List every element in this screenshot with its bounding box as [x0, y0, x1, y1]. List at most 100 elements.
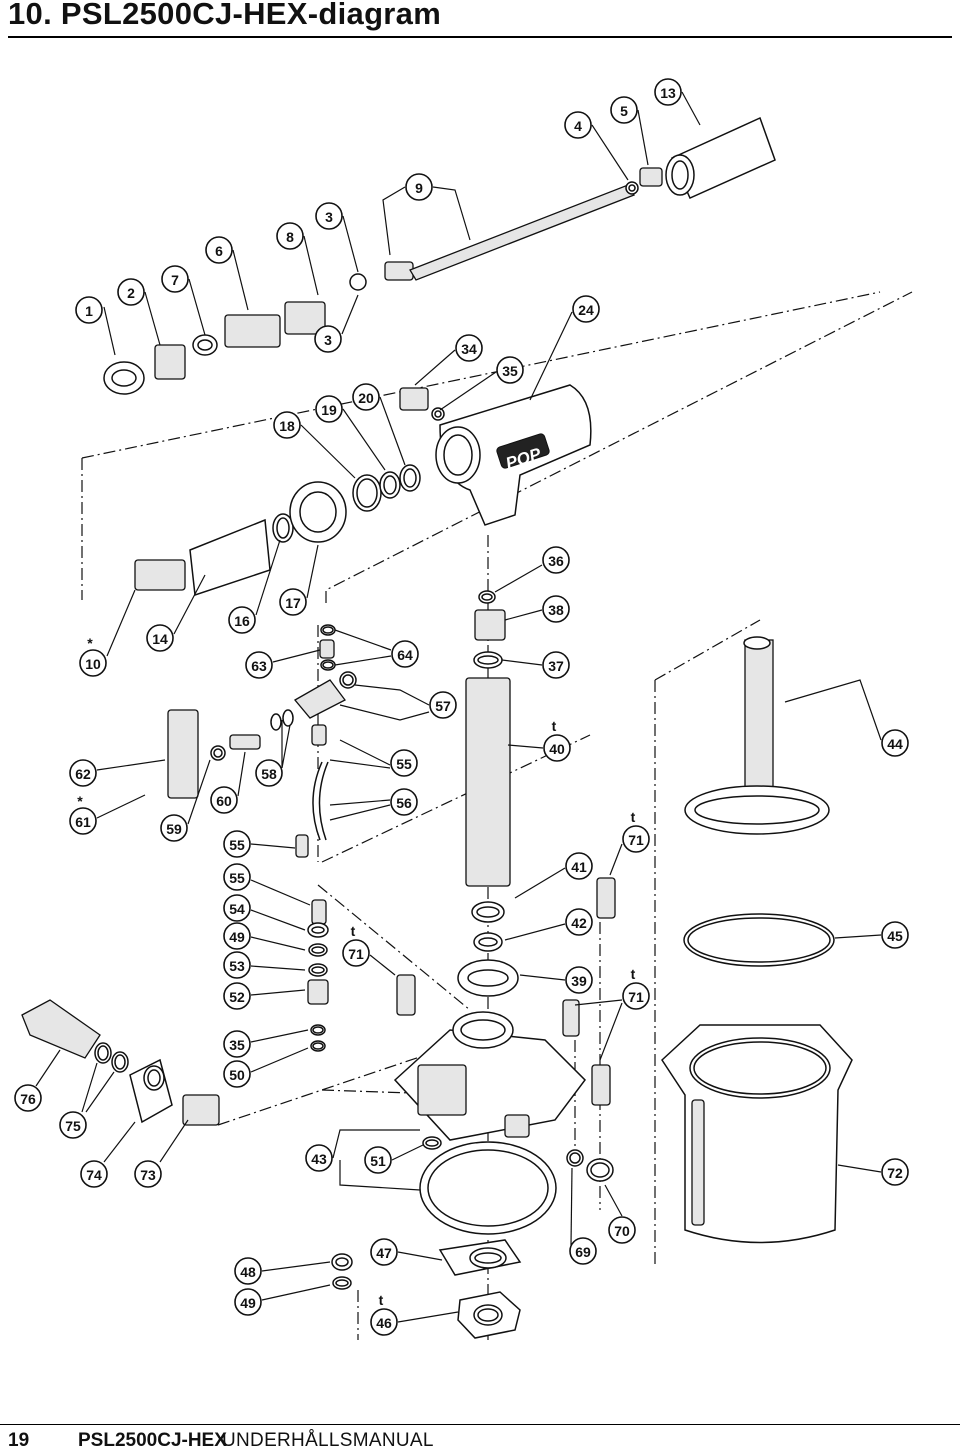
- leader-7: [188, 278, 206, 336]
- callout-mark: t: [631, 809, 636, 825]
- part-72-tie: [691, 1099, 705, 1226]
- callout-label: 5: [620, 103, 628, 119]
- callout-53: 53: [223, 951, 251, 979]
- part-8-pusher: [284, 301, 326, 335]
- part-2-spring: [154, 344, 186, 380]
- callout-17: 17: [279, 588, 307, 616]
- callout-circle: [370, 1238, 398, 1266]
- page-title: 10. PSL2500CJ-HEX-diagram: [8, 0, 442, 31]
- part-54-seat-inner: [311, 926, 325, 934]
- leader-6: [232, 249, 249, 311]
- callout-label: 49: [229, 929, 245, 945]
- callout-label: 10: [85, 656, 101, 672]
- callout-bubbles: 12768339451324343518192010*1416173638376…: [14, 78, 909, 1336]
- pop-logo: [496, 433, 550, 469]
- callout-circle: [608, 1216, 636, 1244]
- part-drawings: POP: [21, 116, 913, 1340]
- assembly-axis: [81, 291, 881, 459]
- callout-2: 2: [117, 278, 145, 306]
- callout-36: 36: [542, 546, 570, 574]
- leader-72: [837, 1164, 882, 1173]
- leader-14: [173, 574, 206, 635]
- part-9-end: [384, 261, 414, 281]
- part-6-jaw-guide: [224, 314, 281, 348]
- callout-43: 43: [305, 1144, 333, 1172]
- callout-label: 43: [311, 1151, 327, 1167]
- callout-10: 10*: [79, 635, 107, 677]
- callout-circle: [565, 966, 593, 994]
- leader-56: [329, 799, 391, 821]
- callout-label: 49: [240, 1295, 256, 1311]
- leader-45: [834, 934, 882, 939]
- leader-47: [397, 1251, 443, 1261]
- manual-model-name: PSL2500CJ-HEX: [78, 1430, 227, 1451]
- part-46-bore-inner: [477, 1308, 499, 1322]
- leader-70: [604, 1184, 623, 1217]
- callout-label: 17: [285, 595, 301, 611]
- part-17-piston-inner: [299, 491, 337, 533]
- callout-18: 18: [273, 411, 301, 439]
- part-41-ring-inner: [476, 906, 500, 918]
- leader-35: [439, 371, 497, 411]
- part-56-tube: [312, 761, 323, 841]
- callout-label: 70: [614, 1223, 630, 1239]
- callout-circle: [14, 1084, 42, 1112]
- leader-46: [397, 1311, 459, 1323]
- part-43-nipple: [504, 1114, 530, 1138]
- callout-label: 18: [279, 418, 295, 434]
- leader-lines: [35, 91, 882, 1323]
- callout-circle: [622, 825, 650, 853]
- callout-label: 62: [75, 766, 91, 782]
- part-43-bore-inner: [460, 1019, 506, 1041]
- callout-57: 57: [429, 691, 457, 719]
- leader-62: [96, 759, 166, 771]
- callout-circle: [223, 1030, 251, 1058]
- part-44-piston-inner: [694, 795, 820, 825]
- callout-circle: [75, 296, 103, 324]
- part-64-ring-b-inner: [322, 661, 334, 669]
- callout-circle: [364, 1146, 392, 1174]
- callout-40: 40t: [543, 718, 571, 762]
- callout-circle: [161, 265, 189, 293]
- callout-circle: [622, 982, 650, 1010]
- callout-circle: [564, 111, 592, 139]
- callout-label: 46: [376, 1315, 392, 1331]
- callout-label: 38: [548, 602, 564, 618]
- callout-circle: [572, 295, 600, 323]
- part-52-valve: [307, 979, 329, 1005]
- leader-2: [144, 291, 161, 346]
- callout-3: 3: [314, 325, 342, 353]
- part-58-ring-b: [282, 709, 294, 727]
- callout-label: 71: [628, 832, 644, 848]
- part-24-bore-inner: [443, 434, 473, 476]
- leader-74: [103, 1121, 136, 1163]
- leader-73: [159, 1119, 189, 1163]
- part-57-cap-inner: [342, 674, 354, 686]
- callout-circle: [610, 96, 638, 124]
- leader-69: [570, 1167, 573, 1246]
- part-58-ring: [270, 713, 282, 731]
- part-38-valve: [474, 609, 506, 641]
- callout-5: 5: [610, 96, 638, 124]
- callout-label: 2: [127, 285, 135, 301]
- callout-circle: [223, 863, 251, 891]
- callout-8: 8: [276, 222, 304, 250]
- callout-34: 34: [455, 334, 483, 362]
- callout-label: 19: [321, 402, 337, 418]
- leader-4: [591, 124, 629, 181]
- leader-37: [501, 659, 543, 666]
- part-42-ring-inner: [478, 937, 498, 947]
- callout-label: 74: [86, 1167, 102, 1183]
- callout-label: 37: [548, 658, 564, 674]
- callout-59: 59: [160, 814, 188, 842]
- callout-73: 73: [134, 1160, 162, 1188]
- callout-49: 49: [223, 922, 251, 950]
- callout-label: 59: [166, 821, 182, 837]
- callout-label: 14: [152, 631, 168, 647]
- callout-35: 35: [223, 1030, 251, 1058]
- callout-45: 45: [881, 921, 909, 949]
- callout-circle: [429, 691, 457, 719]
- leader-40: [507, 744, 544, 749]
- callout-55: 55: [223, 830, 251, 858]
- callout-label: 16: [234, 613, 250, 629]
